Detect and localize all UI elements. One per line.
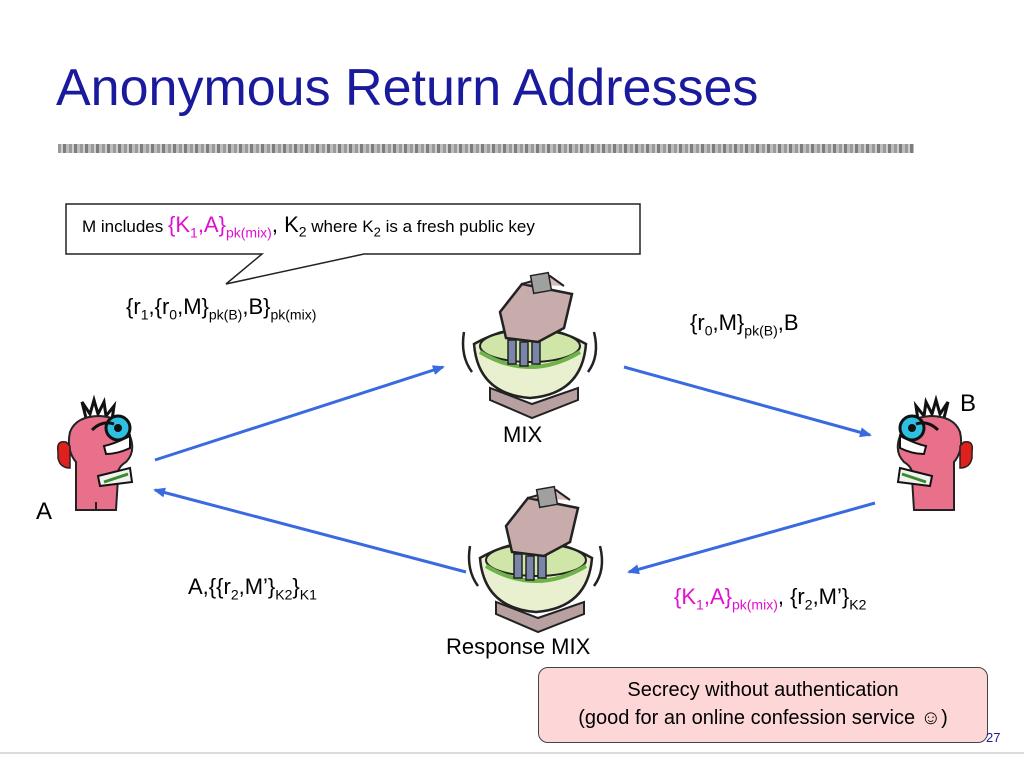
page-number: 27	[986, 730, 1001, 745]
node-b-label: B	[960, 390, 977, 417]
label-forward-in: {r1,{r0,M}pk(B),B}pk(mix)	[126, 294, 317, 323]
reply-k1a: {K1,A}pk(mix)	[674, 584, 778, 613]
note-line-2: (good for an online confession service ☺…	[578, 707, 948, 729]
note-box: Secrecy without authentication (good for…	[538, 667, 988, 743]
callout-k1a: {K1,A}pk(mix)	[167, 212, 272, 241]
mixer-icon	[461, 271, 598, 420]
person-b-icon	[896, 394, 974, 511]
title-divider	[58, 144, 914, 153]
node-a-label: A	[36, 498, 53, 525]
footer-divider	[0, 752, 1024, 754]
response-mixer-icon	[467, 485, 604, 634]
note-line-1: Secrecy without authentication	[627, 679, 899, 701]
callout-text: M includes {K1,A}pk(mix), K2 where K2 is…	[82, 212, 535, 241]
arrow-a-to-mix	[154, 365, 445, 462]
label-reply-in: {K1,A}pk(mix), {r2,M’}K2	[674, 584, 867, 613]
slide-title: Anonymous Return Addresses	[56, 59, 759, 117]
arrow-b-to-response-mix	[627, 501, 876, 575]
person-a-icon	[56, 394, 134, 511]
callout-bubble	[65, 203, 641, 285]
mix-label: MIX	[503, 422, 543, 447]
arrow-mix-to-b	[623, 365, 872, 438]
label-forward-out: {r0,M}pk(B),B	[690, 310, 799, 339]
response-mix-label: Response MIX	[446, 634, 591, 659]
label-reply-out: A,{{r2,M’}K2}K1	[188, 574, 317, 603]
arrow-response-mix-to-a	[153, 487, 467, 574]
